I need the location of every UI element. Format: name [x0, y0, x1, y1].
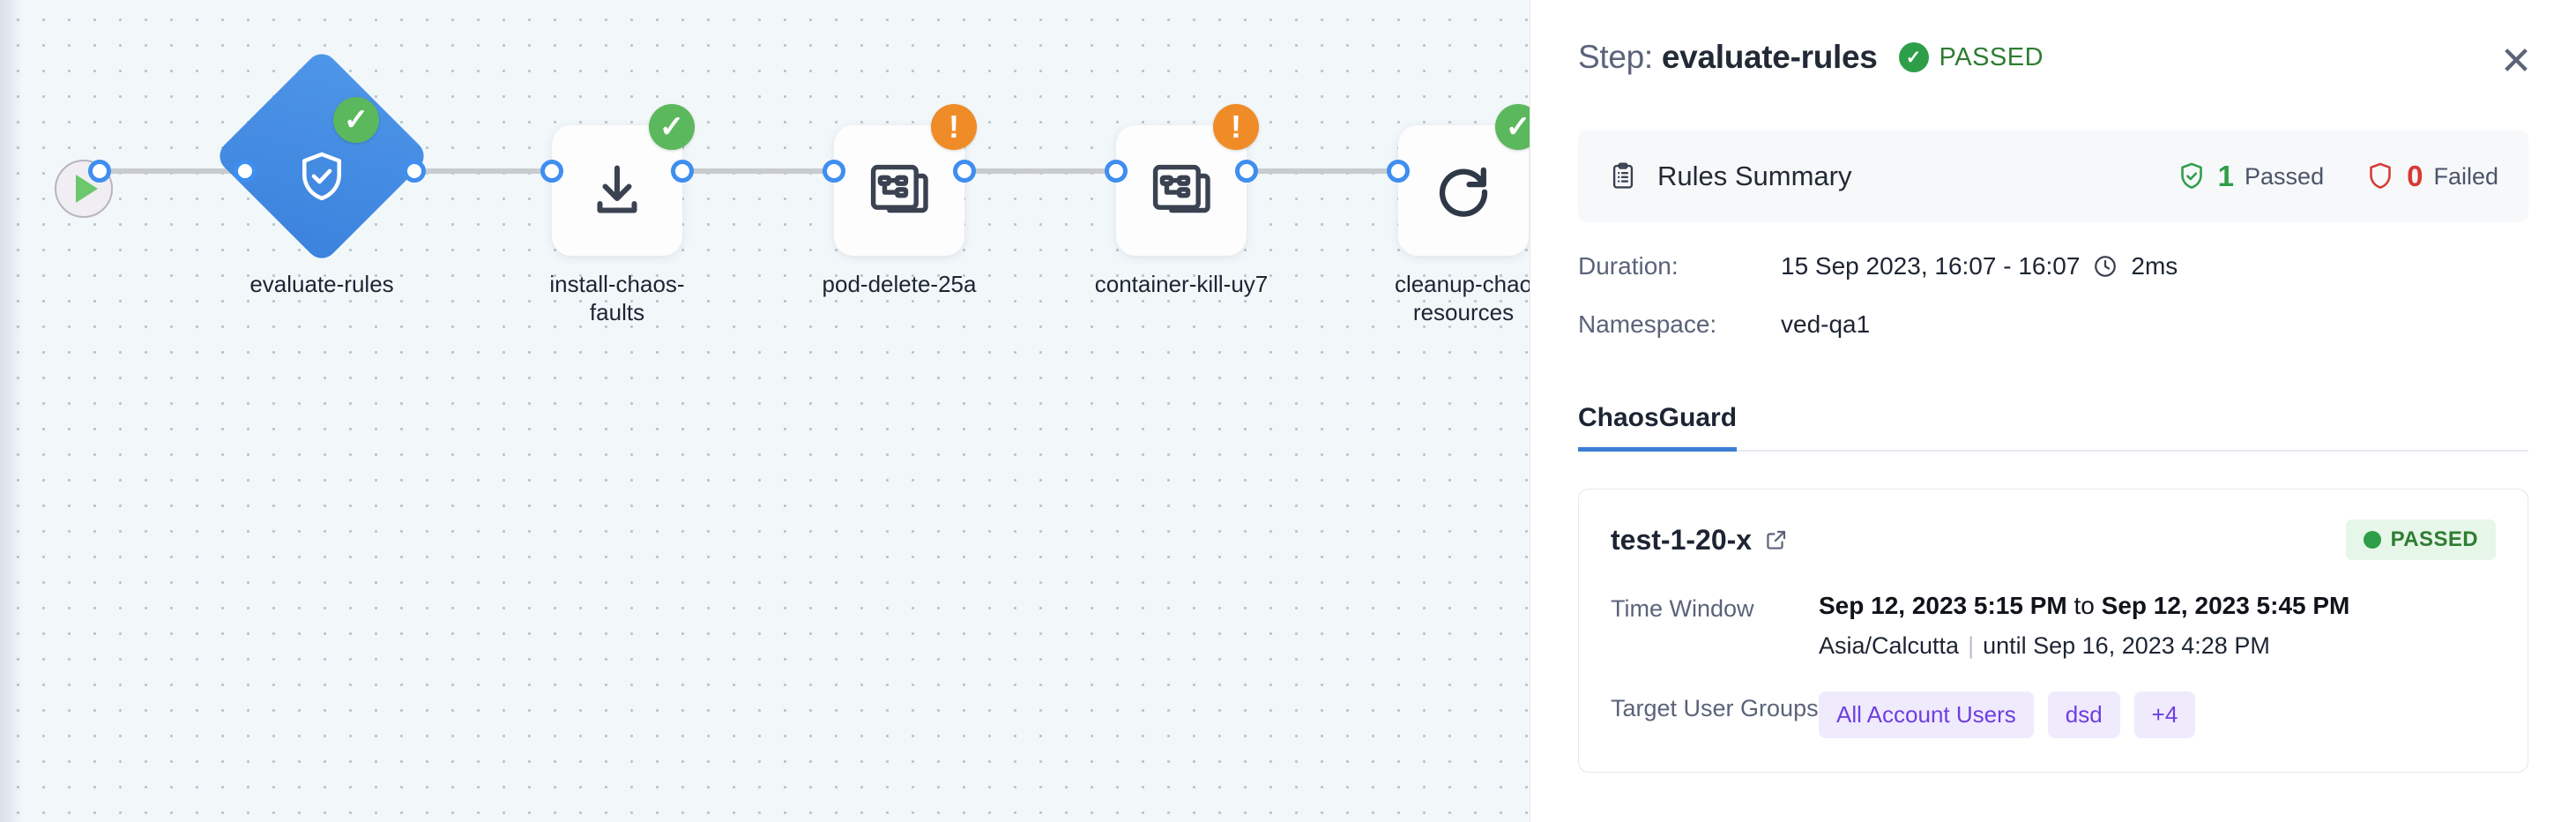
port-start-out[interactable]	[88, 160, 111, 183]
test-name: test-1-20-x	[1611, 523, 1753, 556]
user-group-chip[interactable]: All Account Users	[1819, 691, 2034, 738]
node-label-pod-delete-25a: pod-delete-25a	[822, 271, 977, 297]
namespace-value: ved-qa1	[1781, 310, 1871, 338]
status-badge-success-evaluate-rules: ✓	[333, 97, 379, 143]
tab-chaosguard[interactable]: ChaosGuard	[1578, 403, 1738, 452]
port-pod-delete-25a-in[interactable]	[823, 160, 845, 183]
time-window-until: until Sep 16, 2023 4:28 PM	[1983, 632, 2270, 659]
time-window-timezone: Asia/Calcutta	[1819, 632, 1960, 659]
check-circle-icon: ✓	[1898, 42, 1929, 72]
node-label-evaluate-rules: evaluate-rules	[249, 271, 394, 297]
rules-failed-label: Failed	[2433, 162, 2498, 190]
edge-container-kill-to-cleanup	[1248, 168, 1403, 174]
port-evaluate-rules-in[interactable]	[234, 160, 257, 183]
close-icon[interactable]: ✕	[2499, 40, 2533, 83]
clipboard-icon	[1612, 162, 1634, 189]
time-window-end: Sep 12, 2023 5:45 PM	[2101, 592, 2350, 619]
chaos-experiment-icon	[870, 164, 928, 213]
time-window-divider: |	[1968, 632, 1975, 659]
duration-elapsed: 2ms	[2131, 252, 2178, 280]
status-badge-label: PASSED	[1939, 42, 2044, 71]
port-cleanup-chaos-resources-in[interactable]	[1387, 160, 1410, 183]
edge-evaluate-rules-to-install	[381, 168, 557, 174]
rules-passed-label: Passed	[2245, 162, 2325, 190]
shield-check-icon	[302, 152, 341, 201]
check-icon: ✓	[659, 110, 685, 144]
chaosguard-test-card: test-1-20-x PASSED Time Window Sep 12, 2	[1578, 489, 2528, 773]
port-install-chaos-faults-in[interactable]	[540, 160, 563, 183]
rules-passed-count: 1	[2217, 160, 2235, 192]
namespace-label: Namespace:	[1578, 310, 1717, 338]
status-badge-warning-container-kill-uy7: !	[1213, 104, 1259, 150]
port-container-kill-uy7-out[interactable]	[1235, 160, 1258, 183]
pipeline-start-node[interactable]	[55, 160, 113, 218]
rules-summary-title: Rules Summary	[1657, 161, 1852, 191]
user-group-overflow-chip[interactable]: +4	[2133, 691, 2196, 738]
rules-passed-group: 1 Passed	[2176, 160, 2324, 193]
external-link-icon[interactable]	[1764, 527, 1789, 552]
rules-failed-group: 0 Failed	[2364, 160, 2498, 193]
detail-row-duration: Duration: 15 Sep 2023, 16:07 - 16:07 2ms	[1530, 252, 2576, 280]
duration-label: Duration:	[1578, 252, 1679, 280]
time-window-start: Sep 12, 2023 5:15 PM	[1819, 592, 2067, 619]
refresh-icon	[1439, 167, 1488, 217]
status-badge-warning-pod-delete-25a: !	[931, 104, 977, 150]
shield-check-icon	[2180, 162, 2202, 189]
user-group-chip[interactable]: dsd	[2047, 691, 2120, 738]
edge-install-to-pod-delete	[684, 168, 839, 174]
pipeline-canvas[interactable]: ✓ evaluate-rules ✓ install-chaos-faults	[0, 0, 1530, 822]
panel-title-name: evaluate-rules	[1661, 39, 1878, 75]
check-icon: ✓	[343, 103, 369, 137]
step-details-panel: Step: evaluate-rules ✓ PASSED ✕ Rules Su…	[1530, 0, 2576, 822]
clock-icon	[2095, 256, 2117, 277]
target-user-groups-chips: All Account Users dsd +4	[1819, 691, 2196, 738]
rules-summary-card: Rules Summary 1 Passed 0 Failed	[1578, 131, 2528, 222]
time-window-label: Time Window	[1611, 595, 1754, 622]
test-status-badge: PASSED	[2345, 519, 2496, 560]
target-user-groups-label: Target User Groups	[1611, 695, 1819, 721]
port-container-kill-uy7-in[interactable]	[1105, 160, 1128, 183]
chaos-experiment-icon	[1152, 164, 1210, 213]
download-icon	[597, 165, 637, 213]
edge-start-to-evaluate-rules	[99, 168, 266, 174]
edge-pod-delete-to-container-kill	[966, 168, 1121, 174]
rules-failed-count: 0	[2407, 160, 2423, 192]
test-status-label: PASSED	[2390, 527, 2478, 551]
check-icon: ✓	[1505, 110, 1530, 144]
status-badge: ✓ PASSED	[1898, 42, 2044, 72]
test-row-time-window: Time Window Sep 12, 2023 5:15 PM to Sep …	[1611, 592, 2496, 660]
status-dot-icon	[2363, 531, 2381, 549]
status-badge-success-cleanup-chaos-resources: ✓	[1495, 104, 1530, 150]
port-install-chaos-faults-out[interactable]	[671, 160, 694, 183]
panel-header: Step: evaluate-rules ✓ PASSED ✕	[1530, 0, 2576, 81]
canvas-left-shadow	[0, 0, 23, 822]
status-badge-success-install-chaos-faults: ✓	[649, 104, 695, 150]
exclamation-icon: !	[1231, 108, 1241, 145]
detail-row-namespace: Namespace: ved-qa1	[1530, 310, 2576, 339]
test-row-target-user-groups: Target User Groups All Account Users dsd…	[1611, 691, 2496, 738]
node-label-install-chaos-faults: install-chaos-faults	[549, 271, 685, 325]
port-evaluate-rules-out[interactable]	[403, 160, 426, 183]
duration-value: 15 Sep 2023, 16:07 - 16:07	[1781, 252, 2081, 280]
exclamation-icon: !	[949, 108, 959, 145]
panel-title-prefix: Step:	[1578, 39, 1653, 75]
panel-tabs: ChaosGuard	[1578, 388, 2528, 452]
time-window-joiner: to	[2066, 592, 2102, 619]
node-label-container-kill-uy7: container-kill-uy7	[1094, 271, 1269, 297]
page-title: Step: evaluate-rules	[1578, 39, 1878, 76]
port-pod-delete-25a-out[interactable]	[953, 160, 976, 183]
shield-icon	[2370, 162, 2391, 189]
